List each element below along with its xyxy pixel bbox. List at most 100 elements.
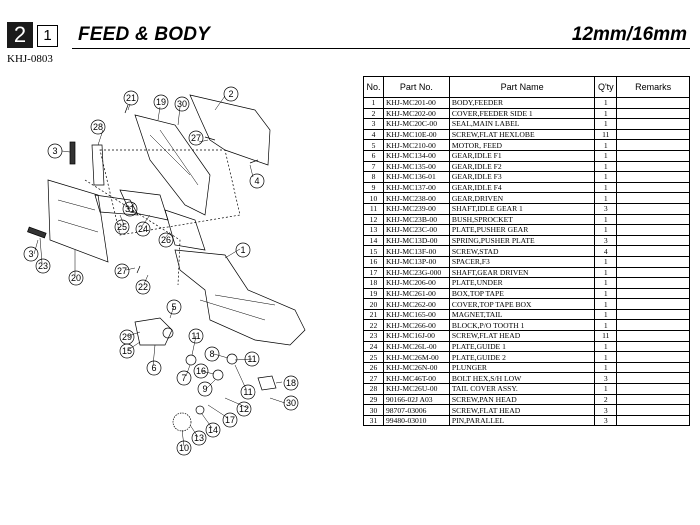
cell-part-name: SHAFT,GEAR DRIVEN	[448, 266, 596, 279]
cell-part-name: SCREW,STAD	[448, 245, 596, 257]
cell-qty: 1	[594, 319, 618, 332]
cell-remarks	[616, 414, 690, 427]
side-cover-part	[189, 94, 271, 166]
sub-section-number: 1	[37, 25, 58, 47]
cell-qty: 1	[594, 361, 618, 374]
cell-qty: 11	[594, 128, 618, 141]
callout-label: 27	[191, 133, 201, 143]
cell-remarks	[616, 171, 690, 183]
cell-part-name: GEAR,IDLE F2	[448, 160, 596, 173]
cell-part-no: KHJ-MC136-01	[382, 171, 450, 183]
cell-remarks	[616, 287, 690, 300]
cell-part-no: KHJ-MC10E-00	[382, 128, 450, 141]
header-rule	[72, 48, 690, 49]
cell-no: 9	[363, 181, 384, 194]
cell-no: 16	[363, 255, 384, 268]
model-code: KHJ-0803	[7, 53, 53, 65]
top-tape-cover-part	[47, 179, 109, 263]
cell-part-name: PLATE,UNDER	[448, 277, 596, 289]
cell-no: 4	[363, 128, 384, 141]
cell-part-name: GEAR,DRIVEN	[448, 192, 596, 204]
cell-part-name: PLUNGER	[448, 361, 596, 374]
callout-label: 8	[209, 349, 214, 359]
cell-remarks	[616, 160, 690, 173]
cell-no: 12	[363, 213, 384, 226]
callout-label: 14	[208, 425, 218, 435]
cell-remarks	[616, 383, 690, 395]
callout-label: 7	[181, 373, 186, 383]
cell-remarks	[616, 372, 690, 385]
size-label: 12mm/16mm	[571, 24, 687, 45]
cell-remarks	[616, 224, 690, 236]
cell-qty: 4	[594, 245, 618, 257]
cell-part-no: KHJ-MC20C-00	[382, 118, 450, 130]
cell-no: 26	[363, 361, 384, 374]
cell-remarks	[616, 255, 690, 268]
col-header-part-no: Part No.	[382, 76, 450, 98]
cell-qty: 3	[594, 404, 618, 416]
cell-qty: 3	[594, 234, 618, 247]
tail-cover-part	[91, 144, 105, 186]
cell-remarks	[616, 330, 690, 342]
cell-remarks	[616, 128, 690, 141]
cell-part-no: KHJ-MC23C-00	[382, 224, 450, 236]
cell-part-name: BOLT HEX,S/H LOW	[448, 372, 596, 385]
callout-label: 10	[179, 443, 189, 453]
cell-qty: 1	[594, 298, 618, 310]
cell-qty: 1	[594, 255, 618, 268]
cell-no: 20	[363, 298, 384, 310]
cell-qty: 11	[594, 330, 618, 342]
cell-qty: 1	[594, 383, 618, 395]
cell-part-no: KHJ-MC13D-00	[382, 234, 450, 247]
cell-qty: 1	[594, 107, 618, 120]
cell-no: 22	[363, 319, 384, 332]
under-plate-part	[257, 375, 277, 391]
callout-label: 21	[126, 93, 136, 103]
cell-no: 11	[363, 202, 384, 215]
cell-part-name: SCREW,PAN HEAD	[448, 393, 596, 406]
callout-label: 31	[125, 204, 135, 214]
cell-part-name: PIN,PARALLEL	[448, 414, 596, 427]
cell-remarks	[616, 107, 690, 120]
cell-part-no: KHJ-MC262-00	[382, 298, 450, 310]
cell-no: 24	[363, 340, 384, 353]
cell-part-no: KHJ-MC134-00	[382, 149, 450, 162]
cell-part-name: SCREW,FLAT HEAD	[448, 330, 596, 342]
cell-part-no: 90166-02J A03	[382, 393, 450, 406]
cell-remarks	[616, 361, 690, 374]
cell-no: 21	[363, 308, 384, 321]
cell-part-no: KHJ-MC206-00	[382, 277, 450, 289]
cell-remarks	[616, 213, 690, 226]
cell-no: 2	[363, 107, 384, 120]
cell-part-name: SEAL,MAIN LABEL	[448, 118, 596, 130]
callout-label: 5	[171, 302, 176, 312]
cell-no: 27	[363, 372, 384, 385]
cell-remarks	[616, 351, 690, 363]
cell-part-no: KHJ-MC23G-000	[382, 266, 450, 279]
cell-no: 3	[363, 118, 384, 130]
exploded-view-diagram: 2 19 30 21 28 3 27 4 31 25 24 26 1 20 3 …	[23, 86, 306, 456]
cell-part-name: SCREW,FLAT HEAD	[448, 404, 596, 416]
cell-qty: 1	[594, 351, 618, 363]
cell-part-name: BUSH,SPROCKET	[448, 213, 596, 226]
callout-label: 19	[156, 97, 166, 107]
cell-qty: 1	[594, 224, 618, 236]
callout-label: 11	[243, 387, 252, 397]
callout-label: 20	[71, 273, 81, 283]
cell-part-no: KHJ-MC266-00	[382, 319, 450, 332]
cell-remarks	[616, 97, 690, 109]
cell-part-no: KHJ-MC26M-00	[382, 351, 450, 363]
cell-remarks	[616, 139, 690, 151]
cell-part-name: SPRING,PUSHER PLATE	[448, 234, 596, 247]
